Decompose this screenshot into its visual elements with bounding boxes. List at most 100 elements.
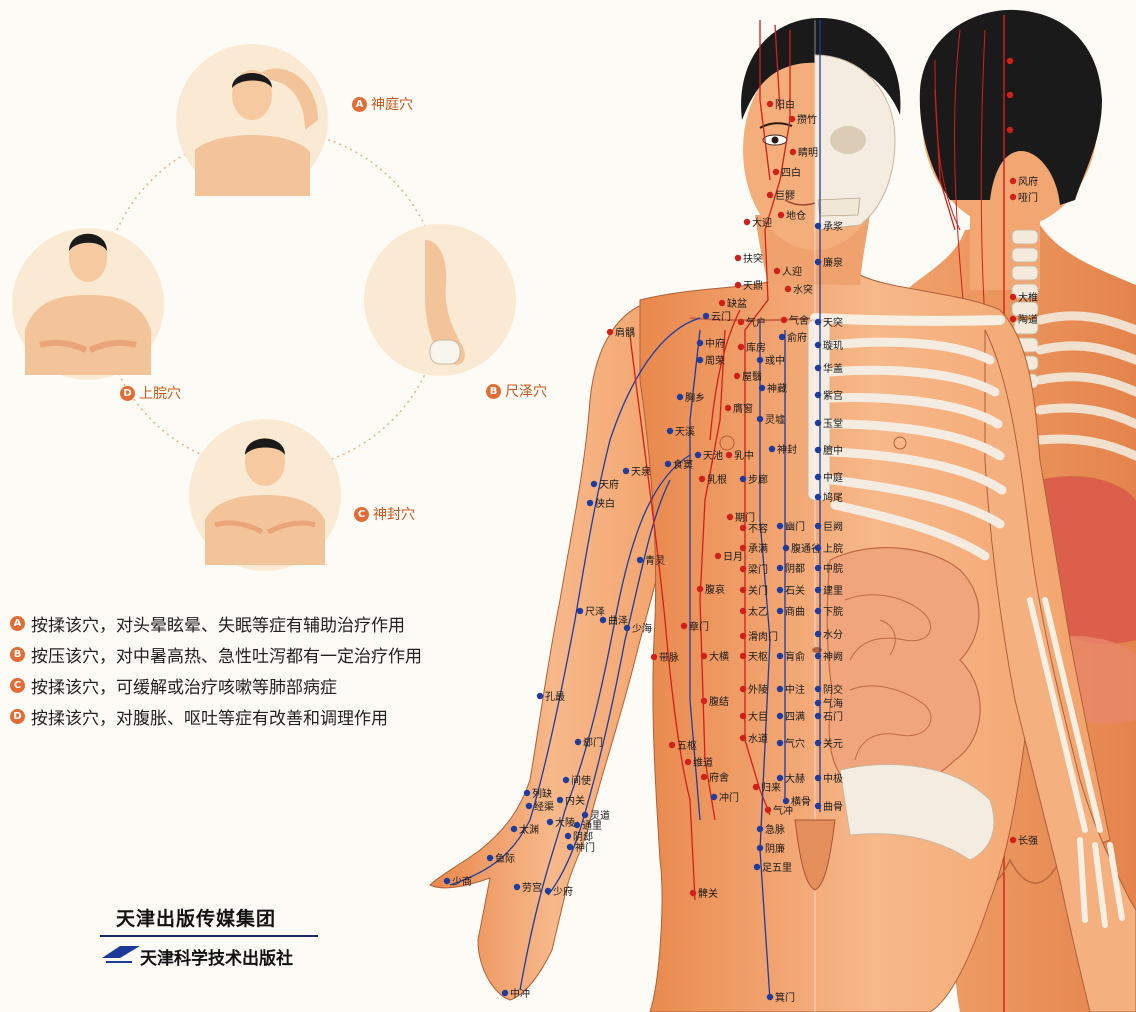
acupoint-dot xyxy=(735,282,741,288)
acupoint-label: 神藏 xyxy=(767,382,787,395)
acupoint-dot xyxy=(815,523,821,529)
badge-c: C xyxy=(354,507,369,522)
acupoint-label: 箕门 xyxy=(775,991,795,1004)
acupoint-label: 中府 xyxy=(705,337,725,350)
acupoint-dot xyxy=(765,807,771,813)
acupoint-label: 郄门 xyxy=(583,736,603,749)
acupoint-label: 睛明 xyxy=(798,147,818,159)
acupoint-dot xyxy=(524,790,530,796)
acupoint-dot xyxy=(623,468,629,474)
acupoint-label: 璇玑 xyxy=(823,339,843,352)
acupoint-dot xyxy=(1007,58,1013,64)
acupoint-label: 水突 xyxy=(793,283,813,296)
acupoint-dot xyxy=(767,192,773,198)
acupoint-label: 肓俞 xyxy=(785,650,805,663)
badge-b: B xyxy=(486,384,501,399)
acupoint-label: 商曲 xyxy=(785,605,805,618)
acupoint-dot xyxy=(815,775,821,781)
acupoint-dot xyxy=(815,319,821,325)
acupoint-dot xyxy=(779,334,785,340)
acupoint-dot xyxy=(783,545,789,551)
acupoint-dot xyxy=(740,608,746,614)
acupoint-dot xyxy=(815,700,821,706)
acupoint-label: 俞府 xyxy=(787,331,807,344)
acupoint-label: 冲门 xyxy=(719,791,739,804)
publisher-divider xyxy=(100,935,318,937)
acupoint-label: 尺泽 xyxy=(585,606,605,618)
acupoint-dot xyxy=(607,329,613,335)
acupoint-label: 腹结 xyxy=(709,695,729,708)
note-c: C 按揉该穴，可缓解或治疗咳嗽等肺部病症 xyxy=(10,670,422,701)
acupoint-dot xyxy=(740,566,746,572)
acupoint-label: 中庭 xyxy=(823,471,843,484)
acupoint-label: 陶道 xyxy=(1018,313,1038,326)
note-a-badge: A xyxy=(10,616,25,631)
acupoint-label: 梁门 xyxy=(748,563,768,576)
acupoint-label: 大赫 xyxy=(785,772,805,785)
acupoint-label: 长强 xyxy=(1018,835,1038,847)
acupoint-dot xyxy=(587,500,593,506)
acupoint-label: 五枢 xyxy=(677,739,697,752)
acupoint-dot xyxy=(815,803,821,809)
acupoint-dot xyxy=(719,300,725,306)
acupoint-label: 气海 xyxy=(823,697,843,710)
acupoint-dot xyxy=(759,385,765,391)
acupoint-dot xyxy=(815,259,821,265)
acupoint-label: 神封 xyxy=(777,443,797,456)
acupoint-dot xyxy=(582,812,588,818)
acupoint-dot xyxy=(591,481,597,487)
acupoint-label: 天泉 xyxy=(631,465,651,478)
acupoint-dot xyxy=(757,416,763,422)
acupoint-dot xyxy=(757,845,763,851)
acupoint-label: 人迎 xyxy=(782,266,802,278)
acupoint-label: 石门 xyxy=(823,710,843,723)
acupoint-label: 曲骨 xyxy=(823,801,843,813)
acupoint-dot xyxy=(790,149,796,155)
acupoint-label: 扶突 xyxy=(743,252,763,265)
acupoint-label: 府舍 xyxy=(709,771,729,784)
note-d: D 按揉该穴，对腹胀、呕吐等症有改善和调理作用 xyxy=(10,701,422,732)
acupoint-dot xyxy=(669,742,675,748)
acupoint-label: 灵墟 xyxy=(765,413,785,426)
acupoint-label: 膻中 xyxy=(823,444,843,457)
acupoint-dot xyxy=(740,545,746,551)
acupoint-label: 天溪 xyxy=(675,426,695,438)
acupoint-dot xyxy=(487,855,493,861)
illustration-b-figure xyxy=(364,224,516,376)
acupoint-dot xyxy=(769,446,775,452)
acupoint-label: 青灵 xyxy=(645,554,665,567)
acupoint-label: 后顶 xyxy=(1015,56,1035,68)
acupoint-dot xyxy=(777,653,783,659)
note-b-text: 按压该穴，对中暑高热、急性吐泻都有一定治疗作用 xyxy=(31,642,422,667)
label-b-text: 尺泽穴 xyxy=(505,381,547,401)
label-b: B 尺泽穴 xyxy=(486,381,547,401)
label-d-text: 上脘穴 xyxy=(139,383,181,403)
acupoint-dot xyxy=(815,653,821,659)
acupoint-dot xyxy=(815,420,821,426)
acupoint-label: 神门 xyxy=(575,841,595,854)
illustration-a-figure xyxy=(176,44,328,196)
acupoint-label: 水道 xyxy=(748,732,768,745)
acupoint-label: 肩髃 xyxy=(615,326,635,339)
acupoint-dot xyxy=(701,653,707,659)
acupoint-dot xyxy=(637,557,643,563)
acupoint-dot xyxy=(815,447,821,453)
note-a: A 按揉该穴，对头晕眩晕、失眠等症有辅助治疗作用 xyxy=(10,608,422,639)
acupoint-label: 阳白 xyxy=(775,98,795,111)
acupoint-dot xyxy=(740,476,746,482)
acupoint-label: 巨髎 xyxy=(775,190,795,202)
acupoint-label: 足五里 xyxy=(762,862,792,874)
acupoint-label: 四白 xyxy=(781,166,801,179)
acupoint-dot xyxy=(815,587,821,593)
acupoint-label: 气冲 xyxy=(773,804,793,817)
acupoint-dot xyxy=(815,223,821,229)
acupoint-label: 屋翳 xyxy=(742,371,762,383)
acupoint-label: 日月 xyxy=(723,551,743,563)
acupoint-dot xyxy=(815,342,821,348)
acupoint-dot xyxy=(1010,837,1016,843)
acupoint-label: 天府 xyxy=(599,478,619,491)
acupoint-dot xyxy=(815,740,821,746)
acupoint-dot xyxy=(740,686,746,692)
acupoint-dot xyxy=(701,698,707,704)
acupoint-dot xyxy=(1007,92,1013,98)
